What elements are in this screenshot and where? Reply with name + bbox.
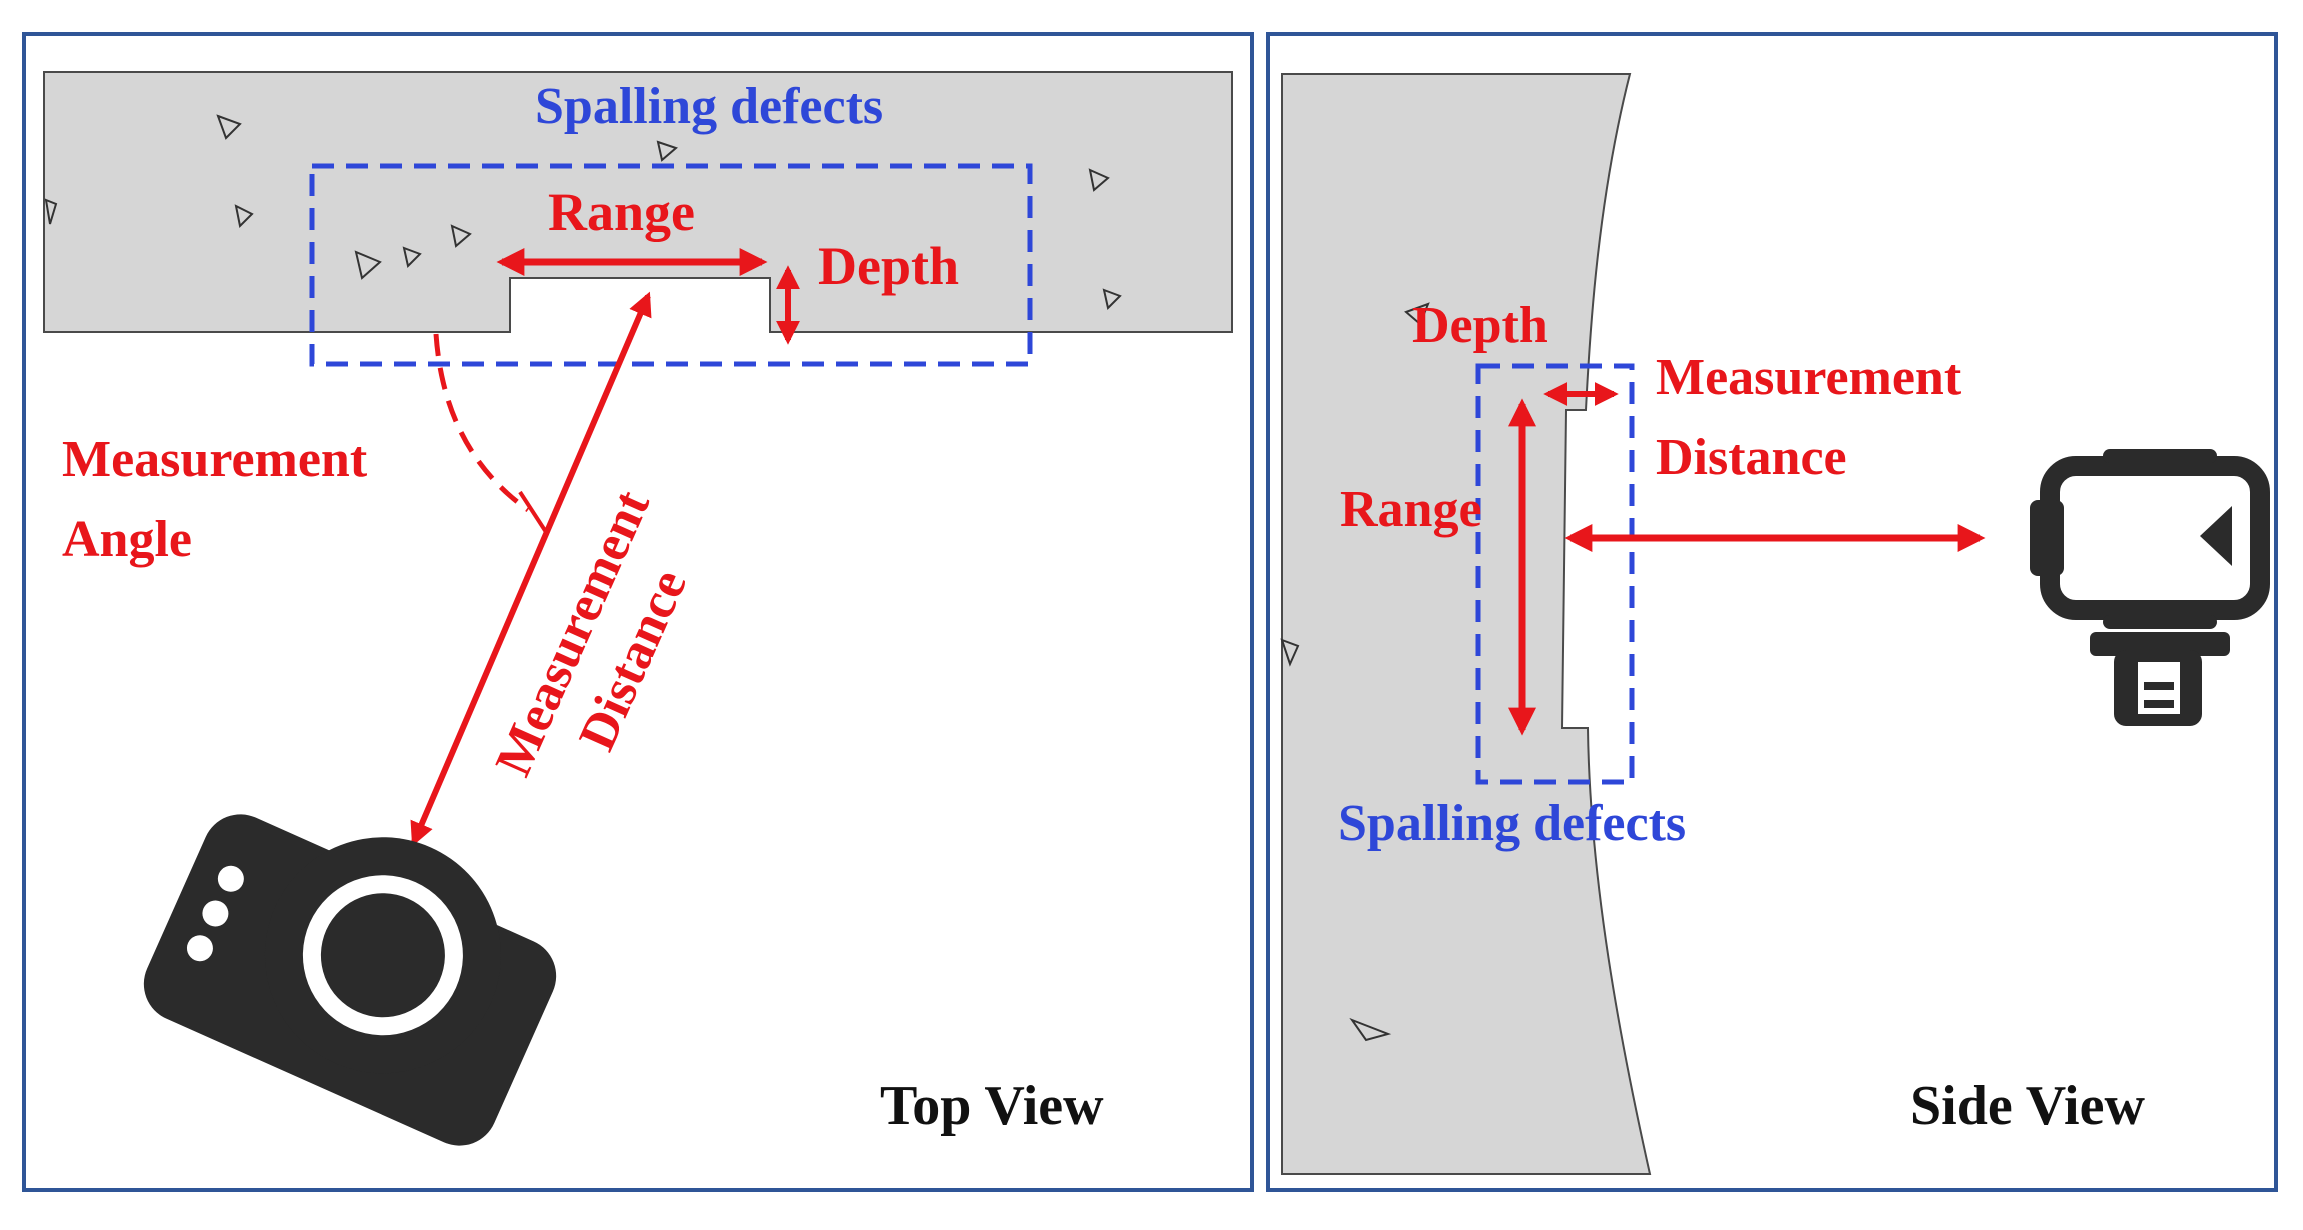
top-view-depth-label: Depth — [818, 236, 959, 296]
side-view-label: Side View — [1910, 1075, 2145, 1137]
top-view-range-label: Range — [548, 182, 695, 242]
side-view-range-label: Range — [1340, 481, 1482, 538]
side-view-distance-label-1: Measurement — [1656, 349, 1962, 406]
top-view-defect-box — [309, 163, 1033, 367]
side-view-panel: Spalling defects Depth Range Measurement… — [1266, 32, 2278, 1192]
top-view-label: Top View — [880, 1075, 1104, 1137]
top-view-concrete-slab — [43, 71, 1233, 333]
side-view-distance-label-2: Distance — [1656, 429, 1847, 486]
camera-icon — [143, 814, 557, 1146]
top-view-aggregates — [44, 114, 1122, 310]
top-view-panel: Spalling defects Range Depth Measurement… — [22, 32, 1254, 1192]
top-view-angle-label-1: Measurement — [62, 431, 368, 488]
top-view-distance-arrow — [410, 291, 652, 847]
side-view-concrete-wall — [1281, 73, 1652, 1175]
side-view-defect-box — [1475, 363, 1635, 785]
top-view-defect-label: Spalling defects — [535, 78, 883, 135]
side-view-depth-label: Depth — [1412, 297, 1548, 354]
top-view-angle-label-2: Angle — [62, 511, 192, 568]
side-view-aggregates — [1280, 302, 1430, 1042]
gimbal-camera-icon — [2030, 449, 2270, 726]
side-view-defect-label: Spalling defects — [1338, 795, 1686, 852]
